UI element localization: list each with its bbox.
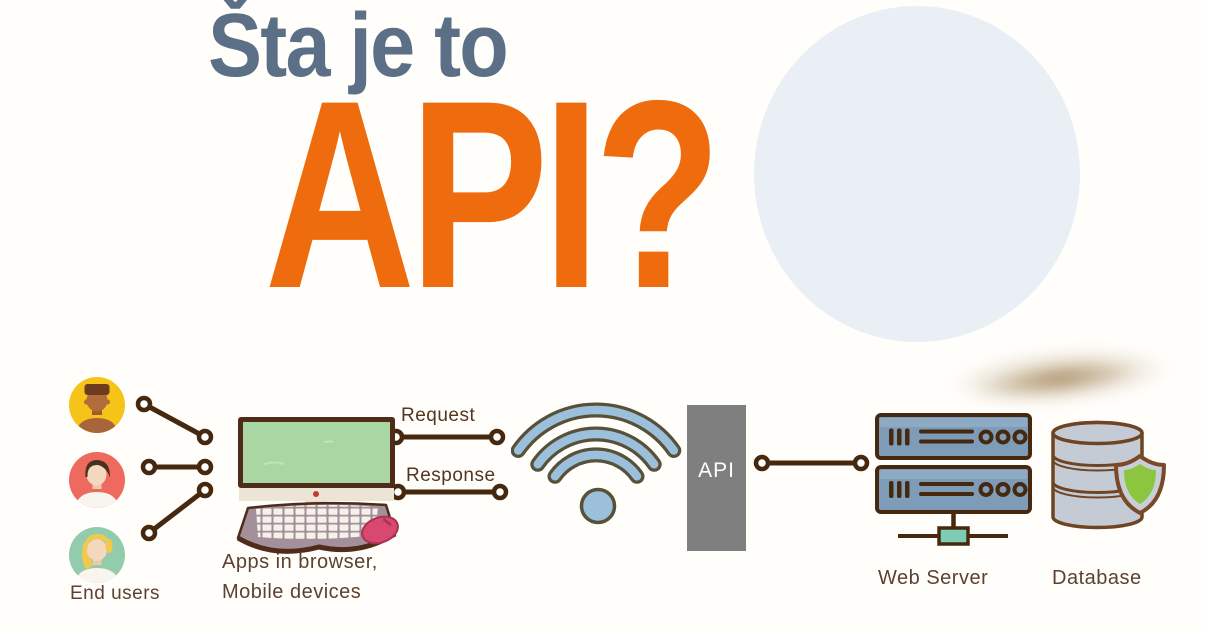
database-icon: [1051, 420, 1166, 530]
end-users-label: End users: [70, 583, 161, 604]
monitor-screen: [243, 422, 390, 483]
connector-user2-computer: [140, 458, 214, 476]
apps-label-line2: Mobile devices: [222, 581, 362, 603]
avatar-person: [75, 460, 119, 508]
desktop-computer-icon: [236, 417, 399, 554]
connector-user1-computer: [135, 395, 214, 446]
connector-user3-computer: [140, 481, 214, 542]
wifi-dot: [579, 487, 617, 525]
connector-response-line: [389, 483, 509, 501]
api-box-label: API: [698, 459, 735, 482]
response-label: Response: [406, 465, 496, 486]
connector-request-line: [387, 428, 506, 446]
connector-api-server: [753, 454, 870, 472]
security-shield-icon: [1114, 454, 1166, 515]
database-label: Database: [1052, 567, 1142, 589]
title-line1: Šta je to: [208, 0, 509, 96]
smoke-smudge-core: [953, 342, 1187, 414]
request-label: Request: [401, 405, 476, 426]
server-rack-bottom: [875, 465, 1032, 514]
api-gateway-box: API: [687, 405, 746, 551]
web-server-label: Web Server: [878, 567, 989, 589]
avatar-person: [75, 534, 119, 583]
server-rack-top: [875, 413, 1032, 460]
user-avatar-male-icon: [69, 377, 125, 433]
avatar-person: [76, 384, 118, 433]
keyboard: [236, 501, 397, 554]
mouse: [361, 515, 399, 545]
user-avatar-dark-hair-icon: [69, 452, 125, 508]
user-avatar-blonde-icon: [69, 527, 125, 583]
camera-dot: [313, 491, 319, 497]
wifi-arcs: [511, 402, 682, 484]
wifi-icon: [511, 402, 682, 525]
background-circle: [754, 6, 1080, 342]
web-server-icon: [875, 413, 1032, 546]
apps-label-line1: Apps in browser,: [222, 551, 378, 573]
network-switch: [898, 512, 1008, 546]
title-line2: API?: [264, 44, 721, 344]
